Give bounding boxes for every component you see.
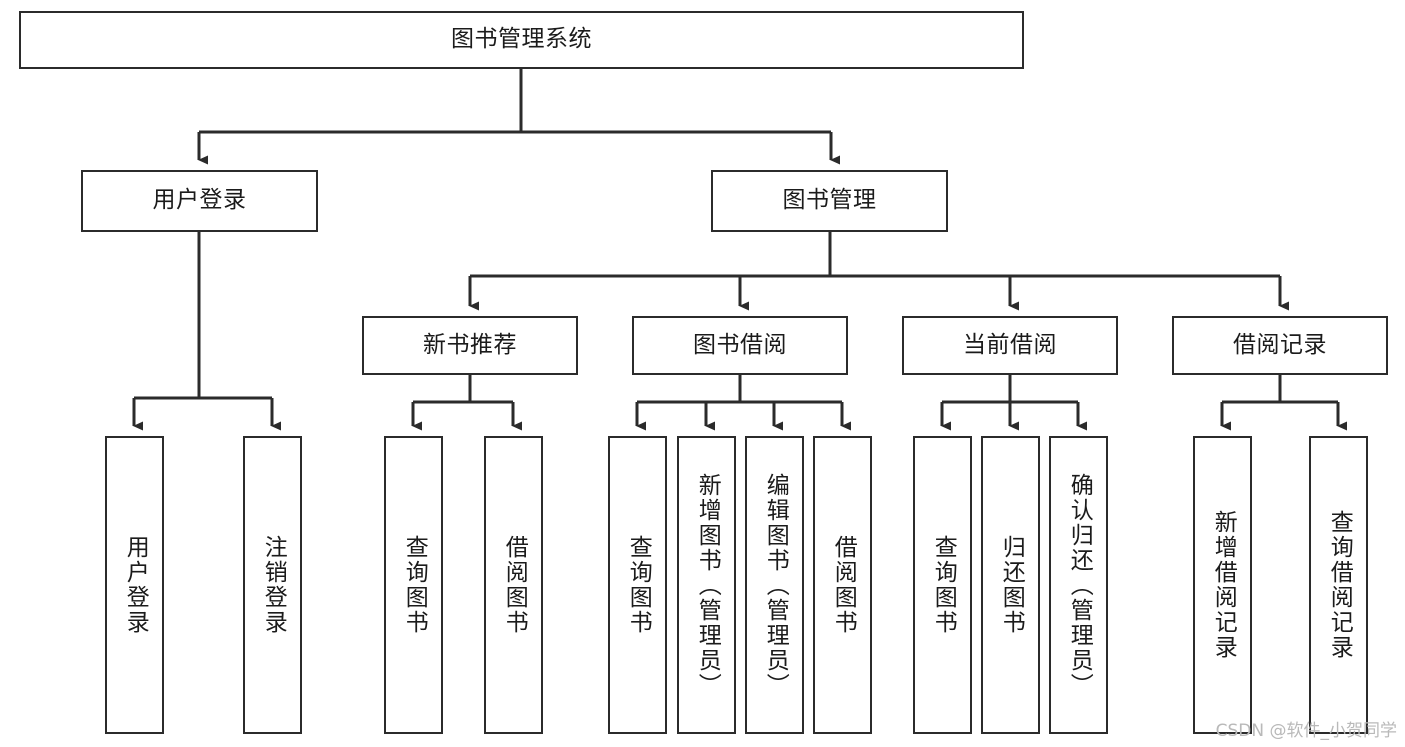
node-label: 查询借阅记录 [1326, 510, 1353, 660]
node-label: 图书管理 [782, 187, 877, 214]
node-label: 查询图书 [401, 535, 428, 635]
node-root-system[interactable]: 图书管理系统 [19, 11, 1024, 69]
node-label: 借阅图书 [501, 535, 528, 635]
node-borrow-record[interactable]: 借阅记录 [1172, 316, 1388, 375]
node-label: 用户登录 [152, 187, 247, 214]
node-leaf-user-logout-action[interactable]: 注销登录 [243, 436, 302, 734]
connector-group-root [197, 68, 840, 165]
node-label: 注销登录 [260, 535, 287, 635]
node-label: 用户登录 [122, 535, 149, 635]
node-current-borrow[interactable]: 当前借阅 [902, 316, 1118, 375]
node-book-management[interactable]: 图书管理 [711, 170, 948, 232]
node-leaf-current-confirm-return-admin[interactable]: 确认归还（管理员） [1049, 436, 1108, 734]
node-leaf-recommend-query-book[interactable]: 查询图书 [384, 436, 443, 734]
node-label: 图书管理系统 [451, 26, 592, 53]
connector-group-book-borrow [635, 375, 851, 431]
node-leaf-recommend-borrow-book[interactable]: 借阅图书 [484, 436, 543, 734]
connector-group-current-borrow [940, 375, 1087, 431]
node-label: 图书借阅 [693, 331, 787, 358]
node-label: 新增图书（管理员） [694, 472, 721, 698]
node-leaf-borrow-query-book[interactable]: 查询图书 [608, 436, 667, 734]
node-label: 归还图书 [998, 535, 1025, 635]
node-leaf-borrow-add-book-admin[interactable]: 新增图书（管理员） [677, 436, 736, 734]
node-label: 新增借阅记录 [1210, 510, 1237, 660]
node-label: 查询图书 [930, 535, 957, 635]
node-leaf-user-login-action[interactable]: 用户登录 [105, 436, 164, 734]
node-leaf-current-return-book[interactable]: 归还图书 [981, 436, 1040, 734]
node-leaf-current-query-book[interactable]: 查询图书 [913, 436, 972, 734]
node-label: 借阅记录 [1233, 331, 1327, 358]
node-leaf-borrow-borrow-book[interactable]: 借阅图书 [813, 436, 872, 734]
node-label: 借阅图书 [830, 535, 857, 635]
node-leaf-record-add-record[interactable]: 新增借阅记录 [1193, 436, 1252, 734]
node-label: 查询图书 [625, 535, 652, 635]
node-leaf-record-query-record[interactable]: 查询借阅记录 [1309, 436, 1368, 734]
node-leaf-borrow-edit-book-admin[interactable]: 编辑图书（管理员） [745, 436, 804, 734]
connector-group-book-manage [468, 232, 1289, 311]
connector-group-user-login [132, 232, 281, 431]
node-label: 新书推荐 [423, 331, 517, 358]
node-book-borrow[interactable]: 图书借阅 [632, 316, 848, 375]
node-label: 确认归还（管理员） [1066, 472, 1093, 698]
node-user-login[interactable]: 用户登录 [81, 170, 318, 232]
node-new-book-recommend[interactable]: 新书推荐 [362, 316, 578, 375]
connector-group-borrow-record [1220, 375, 1347, 431]
node-label: 当前借阅 [963, 331, 1057, 358]
connector-group-new-book [411, 375, 522, 431]
node-label: 编辑图书（管理员） [762, 472, 789, 698]
